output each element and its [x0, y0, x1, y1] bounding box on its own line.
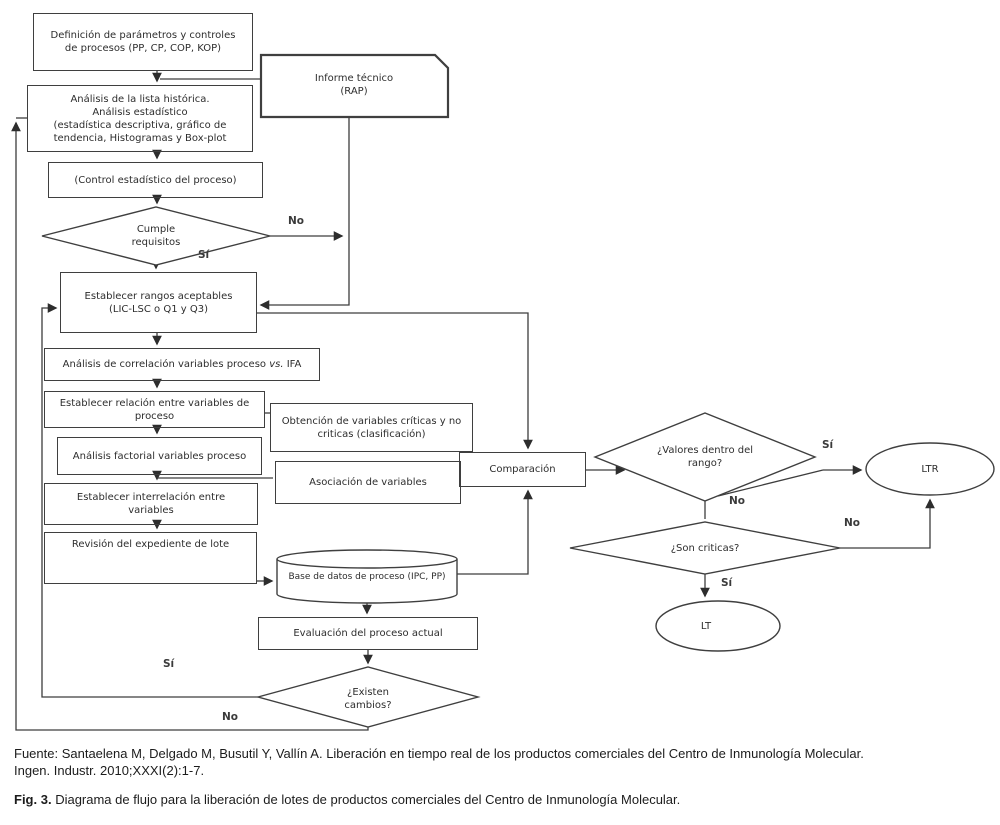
node-correlacion-post: IFA — [283, 359, 302, 370]
node-obtencion-line2: criticas (clasificación) — [317, 428, 426, 440]
node-valores-line2: rango? — [687, 458, 723, 469]
node-criticas-text: ¿Son criticas? — [635, 540, 775, 556]
node-cumple-line1: Cumple — [136, 224, 176, 235]
node-rangos-line1: Establecer rangos aceptables — [84, 290, 233, 302]
terminal-ltr — [865, 442, 995, 496]
edge-existen-si-rangos — [41, 303, 258, 698]
document-shape-informe — [259, 53, 450, 119]
node-asociacion: Asociación de variables — [275, 461, 461, 504]
cylinder-top-basedatos — [276, 549, 458, 569]
terminal-lt — [655, 600, 781, 652]
edge-existen-no-historica — [11, 121, 369, 731]
label-criticas-no: No — [844, 517, 861, 529]
edge-valores-si-diagonal — [717, 469, 824, 497]
node-obtencion-line1: Obtención de variables críticas y no — [281, 415, 462, 427]
label-cumple-si: Sí — [198, 249, 210, 261]
cylinder-body-basedatos — [276, 559, 458, 604]
node-control: (Control estadístico del proceso) — [48, 162, 263, 198]
edge-criticas-no-ltr — [840, 498, 935, 549]
node-obtencion: Obtención de variables críticas y no cri… — [270, 403, 473, 452]
node-comparacion: Comparación — [459, 452, 586, 487]
node-valores-line1: ¿Valores dentro del — [656, 445, 754, 456]
node-interrelacion-line1: Establecer interrelación entre — [76, 492, 226, 503]
edge-informe-rangos — [259, 117, 350, 310]
node-correlacion-vs: vs. — [266, 359, 284, 370]
node-valores-text: ¿Valores dentro del rango? — [625, 442, 785, 472]
node-existen-text: ¿Existen cambios? — [308, 684, 428, 714]
label-cumple-no: No — [288, 215, 305, 227]
node-rangos-line2: (LIC-LSC o Q1 y Q3) — [108, 303, 209, 315]
node-informe-line2: (RAP) — [340, 86, 368, 97]
diamond-valores — [593, 412, 817, 502]
node-historica-line4: tendencia, Histogramas y Box-plot — [53, 132, 227, 144]
node-asociacion-label: Asociación de variables — [309, 477, 427, 488]
node-revision: Revisión del expediente de lote — [44, 532, 257, 584]
node-ltr-text: LTR — [866, 461, 994, 477]
node-historica: Análisis de la lista histórica. Análisis… — [27, 85, 253, 152]
label-criticas-si: Sí — [721, 577, 733, 589]
node-relacion-line2: proceso — [134, 410, 175, 422]
node-control-label: (Control estadístico del proceso) — [74, 174, 237, 186]
label-existen-no: No — [222, 711, 239, 723]
node-correlacion: Análisis de correlación variables proces… — [44, 348, 320, 381]
figure-caption: Fig. 3. Diagrama de flujo para la libera… — [14, 792, 680, 807]
node-basedatos-label: Base de datos de proceso (IPC, PP) — [288, 572, 446, 583]
node-cumple-text: Cumple requisitos — [96, 214, 216, 258]
diamond-existen — [255, 666, 481, 728]
node-relacion-line1: Establecer relación entre variables de — [59, 397, 250, 409]
flow-connectors — [11, 71, 935, 731]
figure-source-line2: Ingen. Industr. 2010;XXXI(2):1-7. — [14, 763, 205, 778]
node-interrelacion: Establecer interrelación entre variables — [44, 483, 258, 525]
node-factorial: Análisis factorial variables proceso — [57, 437, 262, 475]
edge-rangos-comparacion — [257, 312, 533, 450]
node-evaluacion-label: Evaluación del proceso actual — [293, 628, 443, 639]
node-cumple-line2: requisitos — [131, 237, 181, 248]
figure-caption-text: Diagrama de flujo para la liberación de … — [55, 792, 681, 807]
node-revision-label: Revisión del expediente de lote — [71, 539, 230, 550]
node-interrelacion-line2: variables — [128, 505, 174, 516]
node-correlacion-pre: Análisis de correlación variables proces… — [62, 359, 267, 370]
node-historica-line3: (estadística descriptiva, gráfico de — [53, 119, 227, 131]
node-correlacion-label: Análisis de correlación variables proces… — [63, 358, 302, 371]
node-definicion-line2: de procesos (PP, CP, COP, KOP) — [64, 43, 222, 54]
label-valores-no: No — [729, 495, 746, 507]
figure-caption-number: Fig. 3. — [14, 792, 52, 807]
node-historica-line2: Análisis estadístico — [92, 106, 188, 118]
node-informe: Informe técnico (RAP) — [260, 53, 448, 117]
label-existen-si: Sí — [163, 658, 175, 670]
node-factorial-label: Análisis factorial variables proceso — [72, 450, 247, 462]
diamond-cumple — [41, 206, 271, 266]
node-lt-text: LT — [656, 618, 756, 634]
node-criticas-label: ¿Son criticas? — [670, 542, 740, 554]
flow-node-shapes — [41, 53, 995, 728]
label-valores-si: Sí — [822, 439, 834, 451]
node-rangos: Establecer rangos aceptables (LIC-LSC o … — [60, 272, 257, 333]
node-basedatos-text: Base de datos de proceso (IPC, PP) — [277, 570, 457, 586]
node-definicion: Definición de parámetros y controles de … — [33, 13, 253, 71]
node-ltr-label: LTR — [921, 463, 939, 475]
figure-source-line1: Fuente: Santaelena M, Delgado M, Busutil… — [14, 746, 864, 761]
node-evaluacion: Evaluación del proceso actual — [258, 617, 478, 650]
node-existen-line1: ¿Existen — [347, 687, 389, 698]
node-historica-line1: Análisis de la lista histórica. — [70, 93, 210, 105]
node-relacion: Establecer relación entre variables de p… — [44, 391, 265, 428]
node-comparacion-label: Comparación — [489, 464, 556, 475]
node-lt-label: LT — [700, 620, 712, 632]
edge-basedatos-comparacion — [457, 489, 533, 575]
node-existen-line2: cambios? — [344, 700, 392, 711]
node-informe-line1: Informe técnico — [314, 73, 394, 84]
diamond-criticas — [569, 521, 841, 575]
node-definicion-line1: Definición de parámetros y controles — [50, 30, 236, 41]
